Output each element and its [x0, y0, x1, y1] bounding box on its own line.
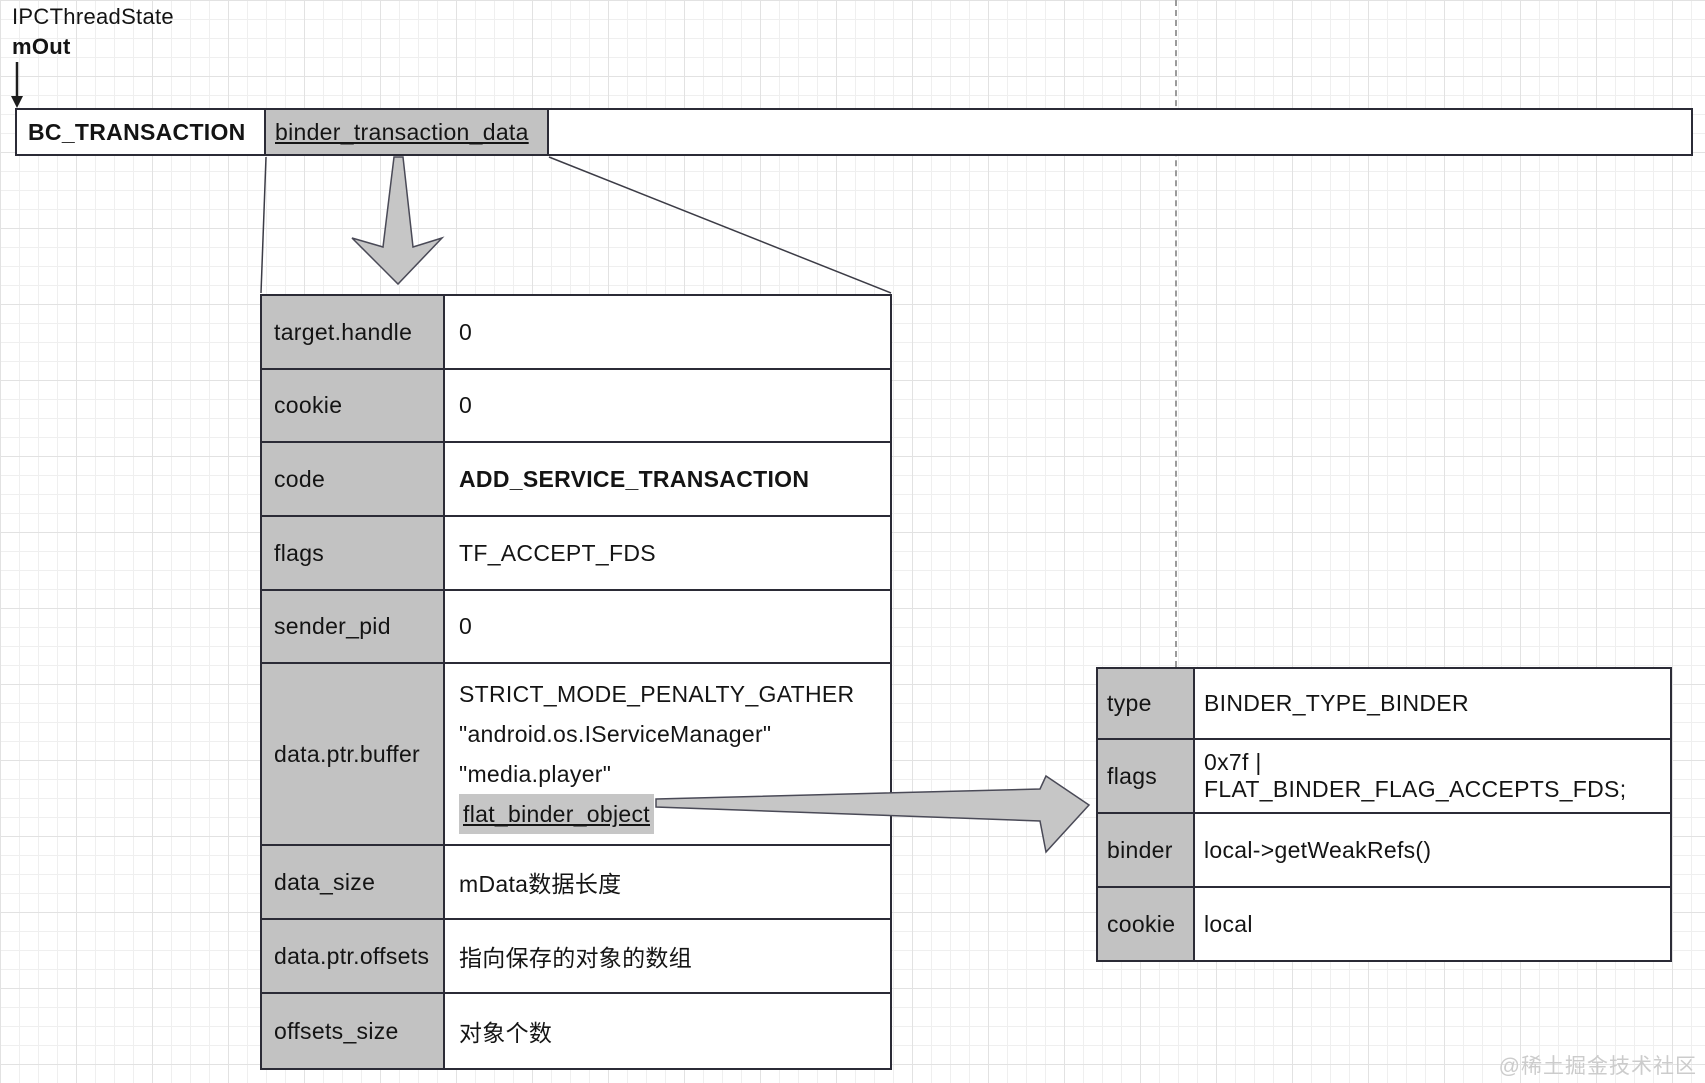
row-value: ADD_SERVICE_TRANSACTION	[445, 443, 890, 515]
buffer-line: "android.os.IServiceManager"	[459, 721, 772, 747]
row-value: 0	[445, 591, 890, 662]
row-value: 0	[445, 296, 890, 368]
table-row: data_size mData数据长度	[262, 846, 890, 920]
row-label: offsets_size	[262, 994, 445, 1068]
watermark: @稀土掘金技术社区	[1498, 1055, 1697, 1078]
projection-line-left	[260, 156, 267, 294]
flat-binder-object-table: type BINDER_TYPE_BINDER flags 0x7f | FLA…	[1096, 667, 1672, 962]
table-row: target.handle 0	[262, 296, 890, 370]
row-value-buffer: STRICT_MODE_PENALTY_GATHER "android.os.I…	[445, 664, 890, 844]
mout-down-arrow-icon	[11, 62, 23, 108]
row-label: data.ptr.buffer	[262, 664, 445, 844]
row-value: 指向保存的对象的数组	[445, 920, 890, 992]
row-value: local	[1195, 888, 1670, 960]
row-label: code	[262, 443, 445, 515]
command-bar-empty-cell	[549, 110, 1691, 154]
row-label: cookie	[262, 370, 445, 441]
dashed-guideline	[1175, 0, 1177, 667]
table-row: code ADD_SERVICE_TRANSACTION	[262, 443, 890, 517]
row-label: flags	[1098, 740, 1195, 812]
row-label: data.ptr.offsets	[262, 920, 445, 992]
row-label: cookie	[1098, 888, 1195, 960]
row-label: binder	[1098, 814, 1195, 886]
table-row: data.ptr.offsets 指向保存的对象的数组	[262, 920, 890, 994]
row-label: target.handle	[262, 296, 445, 368]
row-label: type	[1098, 669, 1195, 738]
mout-command-bar: BC_TRANSACTION binder_transaction_data	[15, 108, 1693, 156]
table-row-buffer: data.ptr.buffer STRICT_MODE_PENALTY_GATH…	[262, 664, 890, 846]
binder-transaction-data-table: target.handle 0 cookie 0 code ADD_SERVIC…	[260, 294, 892, 1070]
binder-transaction-data-cell: binder_transaction_data	[266, 110, 549, 154]
row-value: mData数据长度	[445, 846, 890, 918]
projection-line-right	[548, 156, 892, 294]
row-value: local->getWeakRefs()	[1195, 814, 1670, 886]
binder-transaction-data-label: binder_transaction_data	[275, 118, 529, 145]
row-value: 0x7f | FLAT_BINDER_FLAG_ACCEPTS_FDS;	[1195, 740, 1670, 812]
row-label: sender_pid	[262, 591, 445, 662]
table-row: sender_pid 0	[262, 591, 890, 664]
bc-transaction-cell: BC_TRANSACTION	[17, 110, 266, 154]
flat-binder-object-label: flat_binder_object	[459, 794, 654, 834]
buffer-line: "media.player"	[459, 761, 612, 787]
table-row: cookie local	[1098, 888, 1670, 960]
table-row: type BINDER_TYPE_BINDER	[1098, 669, 1670, 740]
row-value: 对象个数	[445, 994, 890, 1068]
table-row: offsets_size 对象个数	[262, 994, 890, 1068]
row-label: flags	[262, 517, 445, 589]
row-value: TF_ACCEPT_FDS	[445, 517, 890, 589]
class-name-label: IPCThreadState	[12, 4, 174, 29]
table-row: flags 0x7f | FLAT_BINDER_FLAG_ACCEPTS_FD…	[1098, 740, 1670, 814]
row-value: 0	[445, 370, 890, 441]
row-label: data_size	[262, 846, 445, 918]
table-row: cookie 0	[262, 370, 890, 443]
table-row: binder local->getWeakRefs()	[1098, 814, 1670, 888]
row-value: BINDER_TYPE_BINDER	[1195, 669, 1670, 738]
field-name-label: mOut	[12, 34, 71, 59]
table-row: flags TF_ACCEPT_FDS	[262, 517, 890, 591]
buffer-line: STRICT_MODE_PENALTY_GATHER	[459, 681, 855, 707]
block-arrow-down-icon	[351, 156, 445, 286]
